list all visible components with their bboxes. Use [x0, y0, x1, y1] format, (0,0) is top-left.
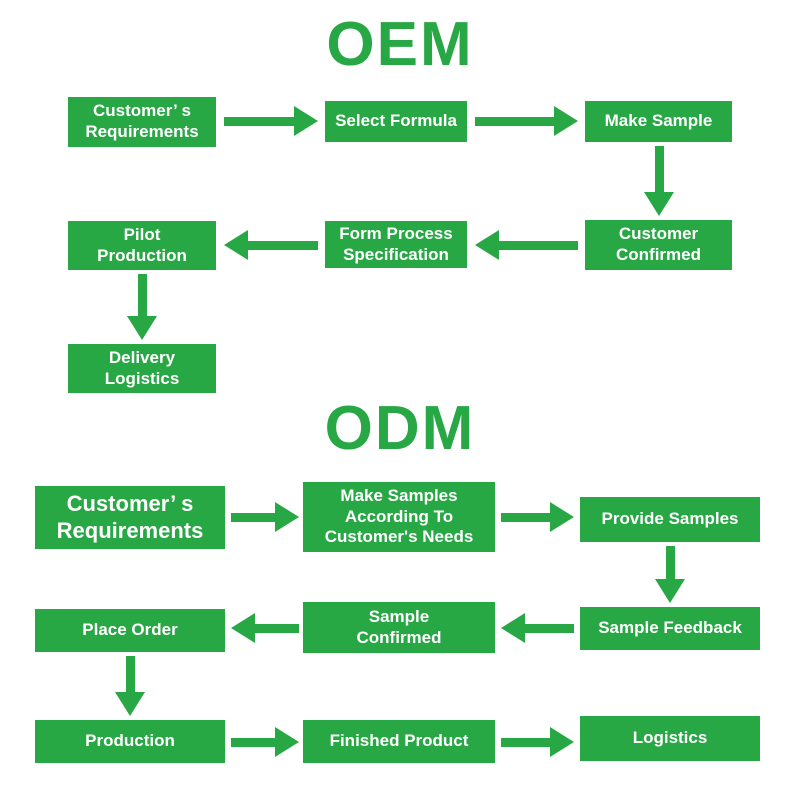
odm-arrow-left-icon-1 [501, 613, 574, 643]
odm-arrow-right-icon-1 [231, 502, 299, 532]
odm-node-sample-confirmed: Sample Confirmed [303, 602, 495, 653]
odm-node-provide-samples: Provide Samples [580, 497, 760, 542]
odm-node-logistics: Logistics [580, 716, 760, 761]
oem-node-delivery-logistics: Delivery Logistics [68, 344, 216, 393]
oem-arrow-right-icon-1 [224, 106, 318, 136]
odm-node-sample-feedback: Sample Feedback [580, 607, 760, 650]
odm-node-finished-product: Finished Product [303, 720, 495, 763]
odm-title: ODM [324, 394, 476, 463]
oem-node-pilot-production: Pilot Production [68, 221, 216, 270]
oem-node-make-sample: Make Sample [585, 101, 732, 142]
odm-arrow-right-icon-2 [501, 502, 574, 532]
odm-arrow-right-icon-3 [231, 727, 299, 757]
odm-arrow-left-icon-2 [231, 613, 299, 643]
odm-node-production: Production [35, 720, 225, 763]
oem-title: OEM [326, 10, 474, 79]
oem-arrow-down-icon-2 [127, 274, 157, 340]
odm-node-customers-requirements: Customer’ s Requirements [35, 486, 225, 549]
odm-arrow-down-icon-1 [655, 546, 685, 603]
oem-node-form-process-specification: Form Process Specification [325, 221, 467, 268]
odm-node-place-order: Place Order [35, 609, 225, 652]
oem-arrow-left-icon-1 [475, 230, 578, 260]
odm-arrow-right-icon-4 [501, 727, 574, 757]
oem-node-customer-confirmed: Customer Confirmed [585, 220, 732, 270]
oem-node-customers-requirements: Customer’ s Requirements [68, 97, 216, 147]
odm-arrow-down-icon-2 [115, 656, 145, 716]
oem-arrow-left-icon-2 [224, 230, 318, 260]
oem-arrow-right-icon-2 [475, 106, 578, 136]
oem-node-select-formula: Select Formula [325, 101, 467, 142]
odm-node-make-samples: Make Samples According To Customer's Nee… [303, 482, 495, 552]
oem-arrow-down-icon-1 [644, 146, 674, 216]
